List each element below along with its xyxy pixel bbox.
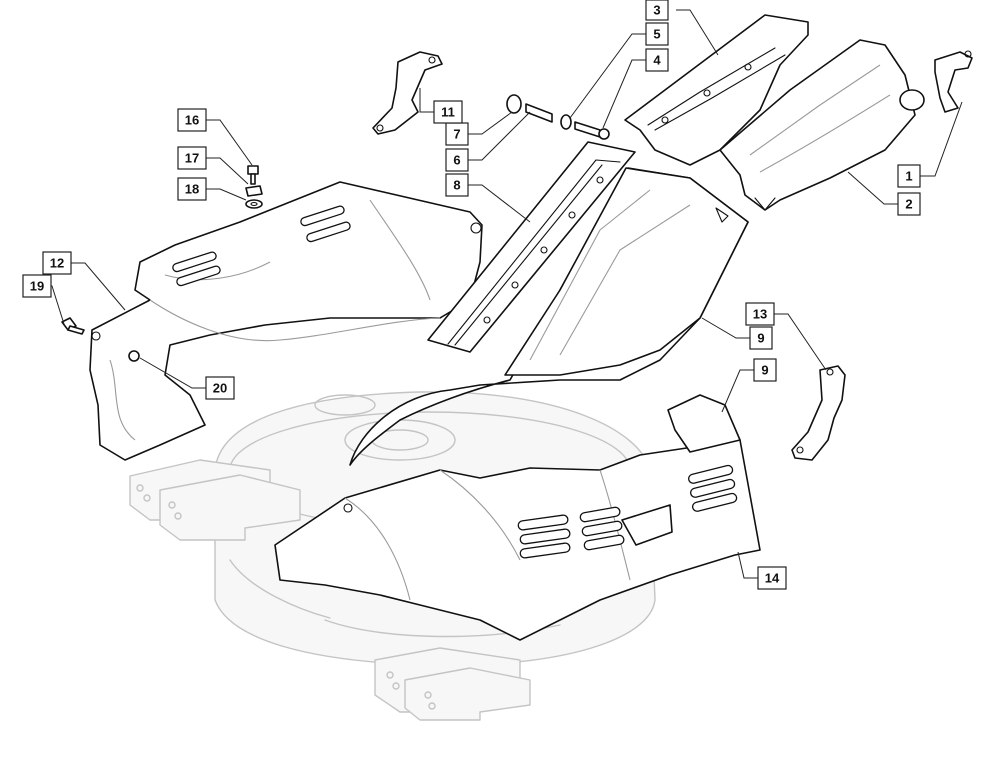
callout-8: 8 [445, 173, 469, 197]
callout-9a: 9 [749, 326, 773, 350]
callout-6: 6 [445, 148, 469, 172]
part-14-front-cover [274, 394, 761, 641]
part-central-chute [349, 167, 749, 466]
svg-text:1: 1 [905, 169, 912, 184]
part-2-rear-chute [719, 39, 925, 211]
svg-text:9: 9 [757, 331, 764, 346]
callout-1: 1 [897, 164, 921, 188]
svg-text:2: 2 [905, 197, 912, 212]
svg-text:4: 4 [653, 53, 661, 68]
svg-text:5: 5 [653, 27, 660, 42]
callout-9b: 9 [753, 358, 777, 382]
callout-12: 12 [42, 251, 72, 275]
callout-19: 19 [22, 274, 52, 298]
svg-text:14: 14 [765, 571, 780, 586]
svg-text:19: 19 [30, 279, 44, 294]
callout-17: 17 [177, 146, 207, 170]
svg-text:13: 13 [753, 307, 767, 322]
callout-11: 11 [433, 100, 463, 124]
ghost-mower-deck [129, 391, 656, 721]
svg-text:8: 8 [453, 178, 460, 193]
part-3-top-cover [624, 14, 809, 166]
callout-5: 5 [645, 22, 669, 46]
svg-text:16: 16 [185, 113, 199, 128]
part-11-bracket [372, 51, 443, 135]
svg-text:17: 17 [185, 151, 199, 166]
callout-20: 20 [205, 376, 235, 400]
callout-16: 16 [177, 108, 207, 132]
part-8-chute-panel [427, 141, 636, 353]
svg-text:3: 3 [653, 3, 660, 18]
part-12-left-cover [89, 181, 483, 461]
callout-18: 18 [177, 177, 207, 201]
leader-lines [45, 9, 963, 579]
callouts: 1 2 3 4 5 6 7 8 9 9 11 12 13 14 16 17 18… [22, 0, 921, 590]
svg-text:12: 12 [50, 256, 64, 271]
part-1-clip [934, 50, 973, 113]
svg-text:18: 18 [185, 182, 199, 197]
callout-14: 14 [757, 566, 787, 590]
svg-text:20: 20 [213, 381, 227, 396]
part-pin-assembly [506, 94, 610, 140]
svg-text:6: 6 [453, 153, 460, 168]
callout-7: 7 [445, 122, 469, 146]
svg-text:7: 7 [453, 127, 460, 142]
callout-3: 3 [645, 0, 669, 21]
svg-text:11: 11 [441, 105, 455, 120]
svg-text:9: 9 [761, 363, 768, 378]
callout-13: 13 [745, 302, 775, 326]
part-hardware [61, 165, 263, 362]
callout-2: 2 [897, 192, 921, 216]
callout-4: 4 [645, 48, 669, 72]
part-13-bracket [791, 365, 846, 461]
